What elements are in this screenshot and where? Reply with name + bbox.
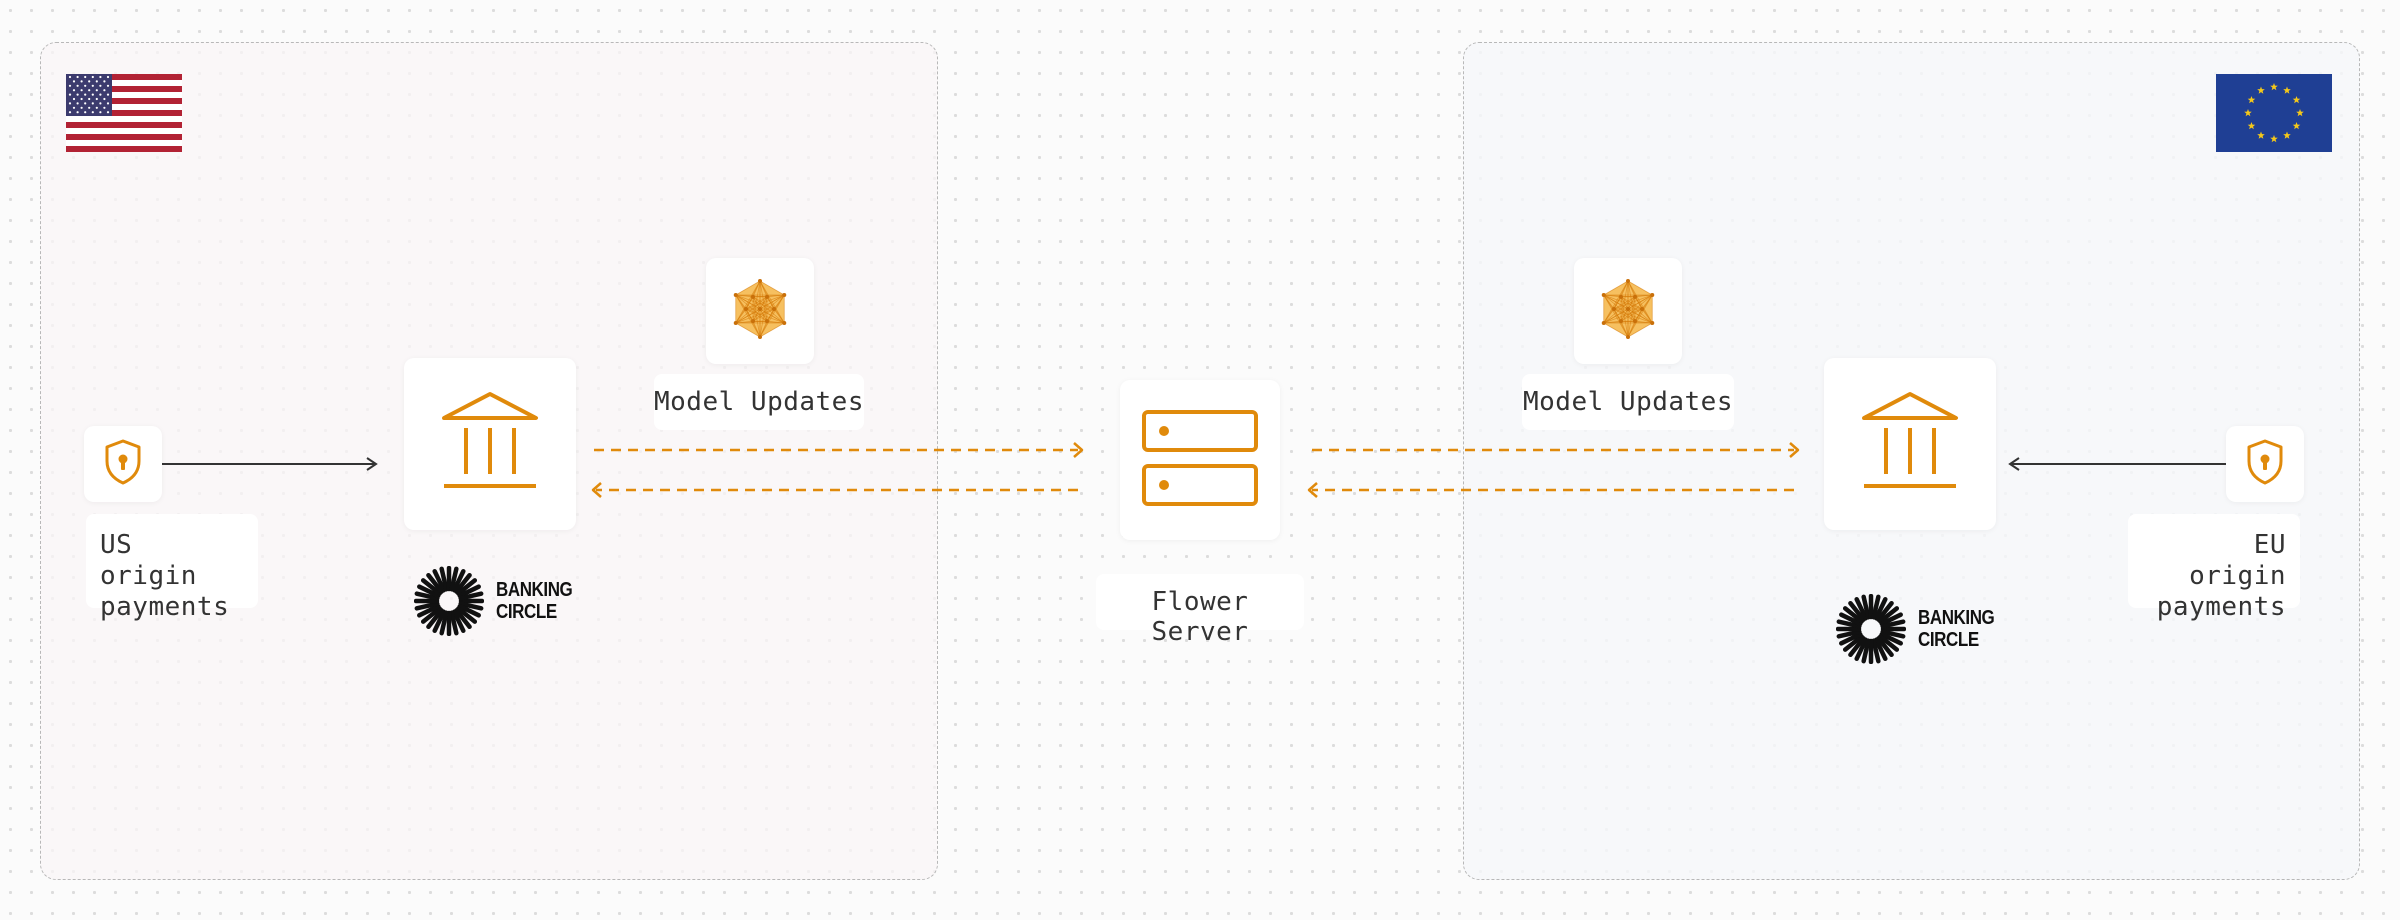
eu-shield-card <box>2226 426 2304 502</box>
bank-building-icon <box>1860 390 1960 498</box>
us-shield-card <box>84 426 162 502</box>
banking-circle-mark-icon <box>414 566 484 636</box>
us-banking-circle-logo: BANKING CIRCLE <box>414 566 586 636</box>
arrowhead-right-2 <box>1789 442 1800 458</box>
us-brand-text: BANKING CIRCLE <box>496 579 573 623</box>
eu-brand-text: BANKING CIRCLE <box>1918 607 1995 651</box>
server-card <box>1120 380 1280 540</box>
eu-source-label: EU origin payments <box>2128 514 2300 622</box>
eu-banking-circle-logo: BANKING CIRCLE <box>1836 594 2008 664</box>
us-flag-icon <box>66 74 182 156</box>
us-model-label: Model Updates <box>654 374 864 430</box>
server-label: Flower Server <box>1096 574 1304 647</box>
shield-lock-icon <box>101 437 145 491</box>
us-bank-card <box>404 358 576 530</box>
eu-model-label: Model Updates <box>1522 374 1734 430</box>
server-icon <box>1138 406 1262 514</box>
us-source-label: US origin payments <box>86 514 258 622</box>
arrowhead-right-1 <box>1073 442 1084 458</box>
eu-flag-icon <box>2216 74 2332 156</box>
bank-building-icon <box>440 390 540 498</box>
model-network-icon <box>1596 277 1660 345</box>
us-model-card <box>706 258 814 364</box>
eu-bank-card <box>1824 358 1996 530</box>
eu-model-card <box>1574 258 1682 364</box>
model-network-icon <box>728 277 792 345</box>
arrowhead-left-1 <box>591 482 602 498</box>
us-source-arrowhead <box>366 457 378 471</box>
eu-source-arrowhead <box>2008 457 2020 471</box>
banking-circle-mark-icon <box>1836 594 1906 664</box>
arrowhead-left-2 <box>1307 482 1318 498</box>
shield-lock-icon <box>2243 437 2287 491</box>
